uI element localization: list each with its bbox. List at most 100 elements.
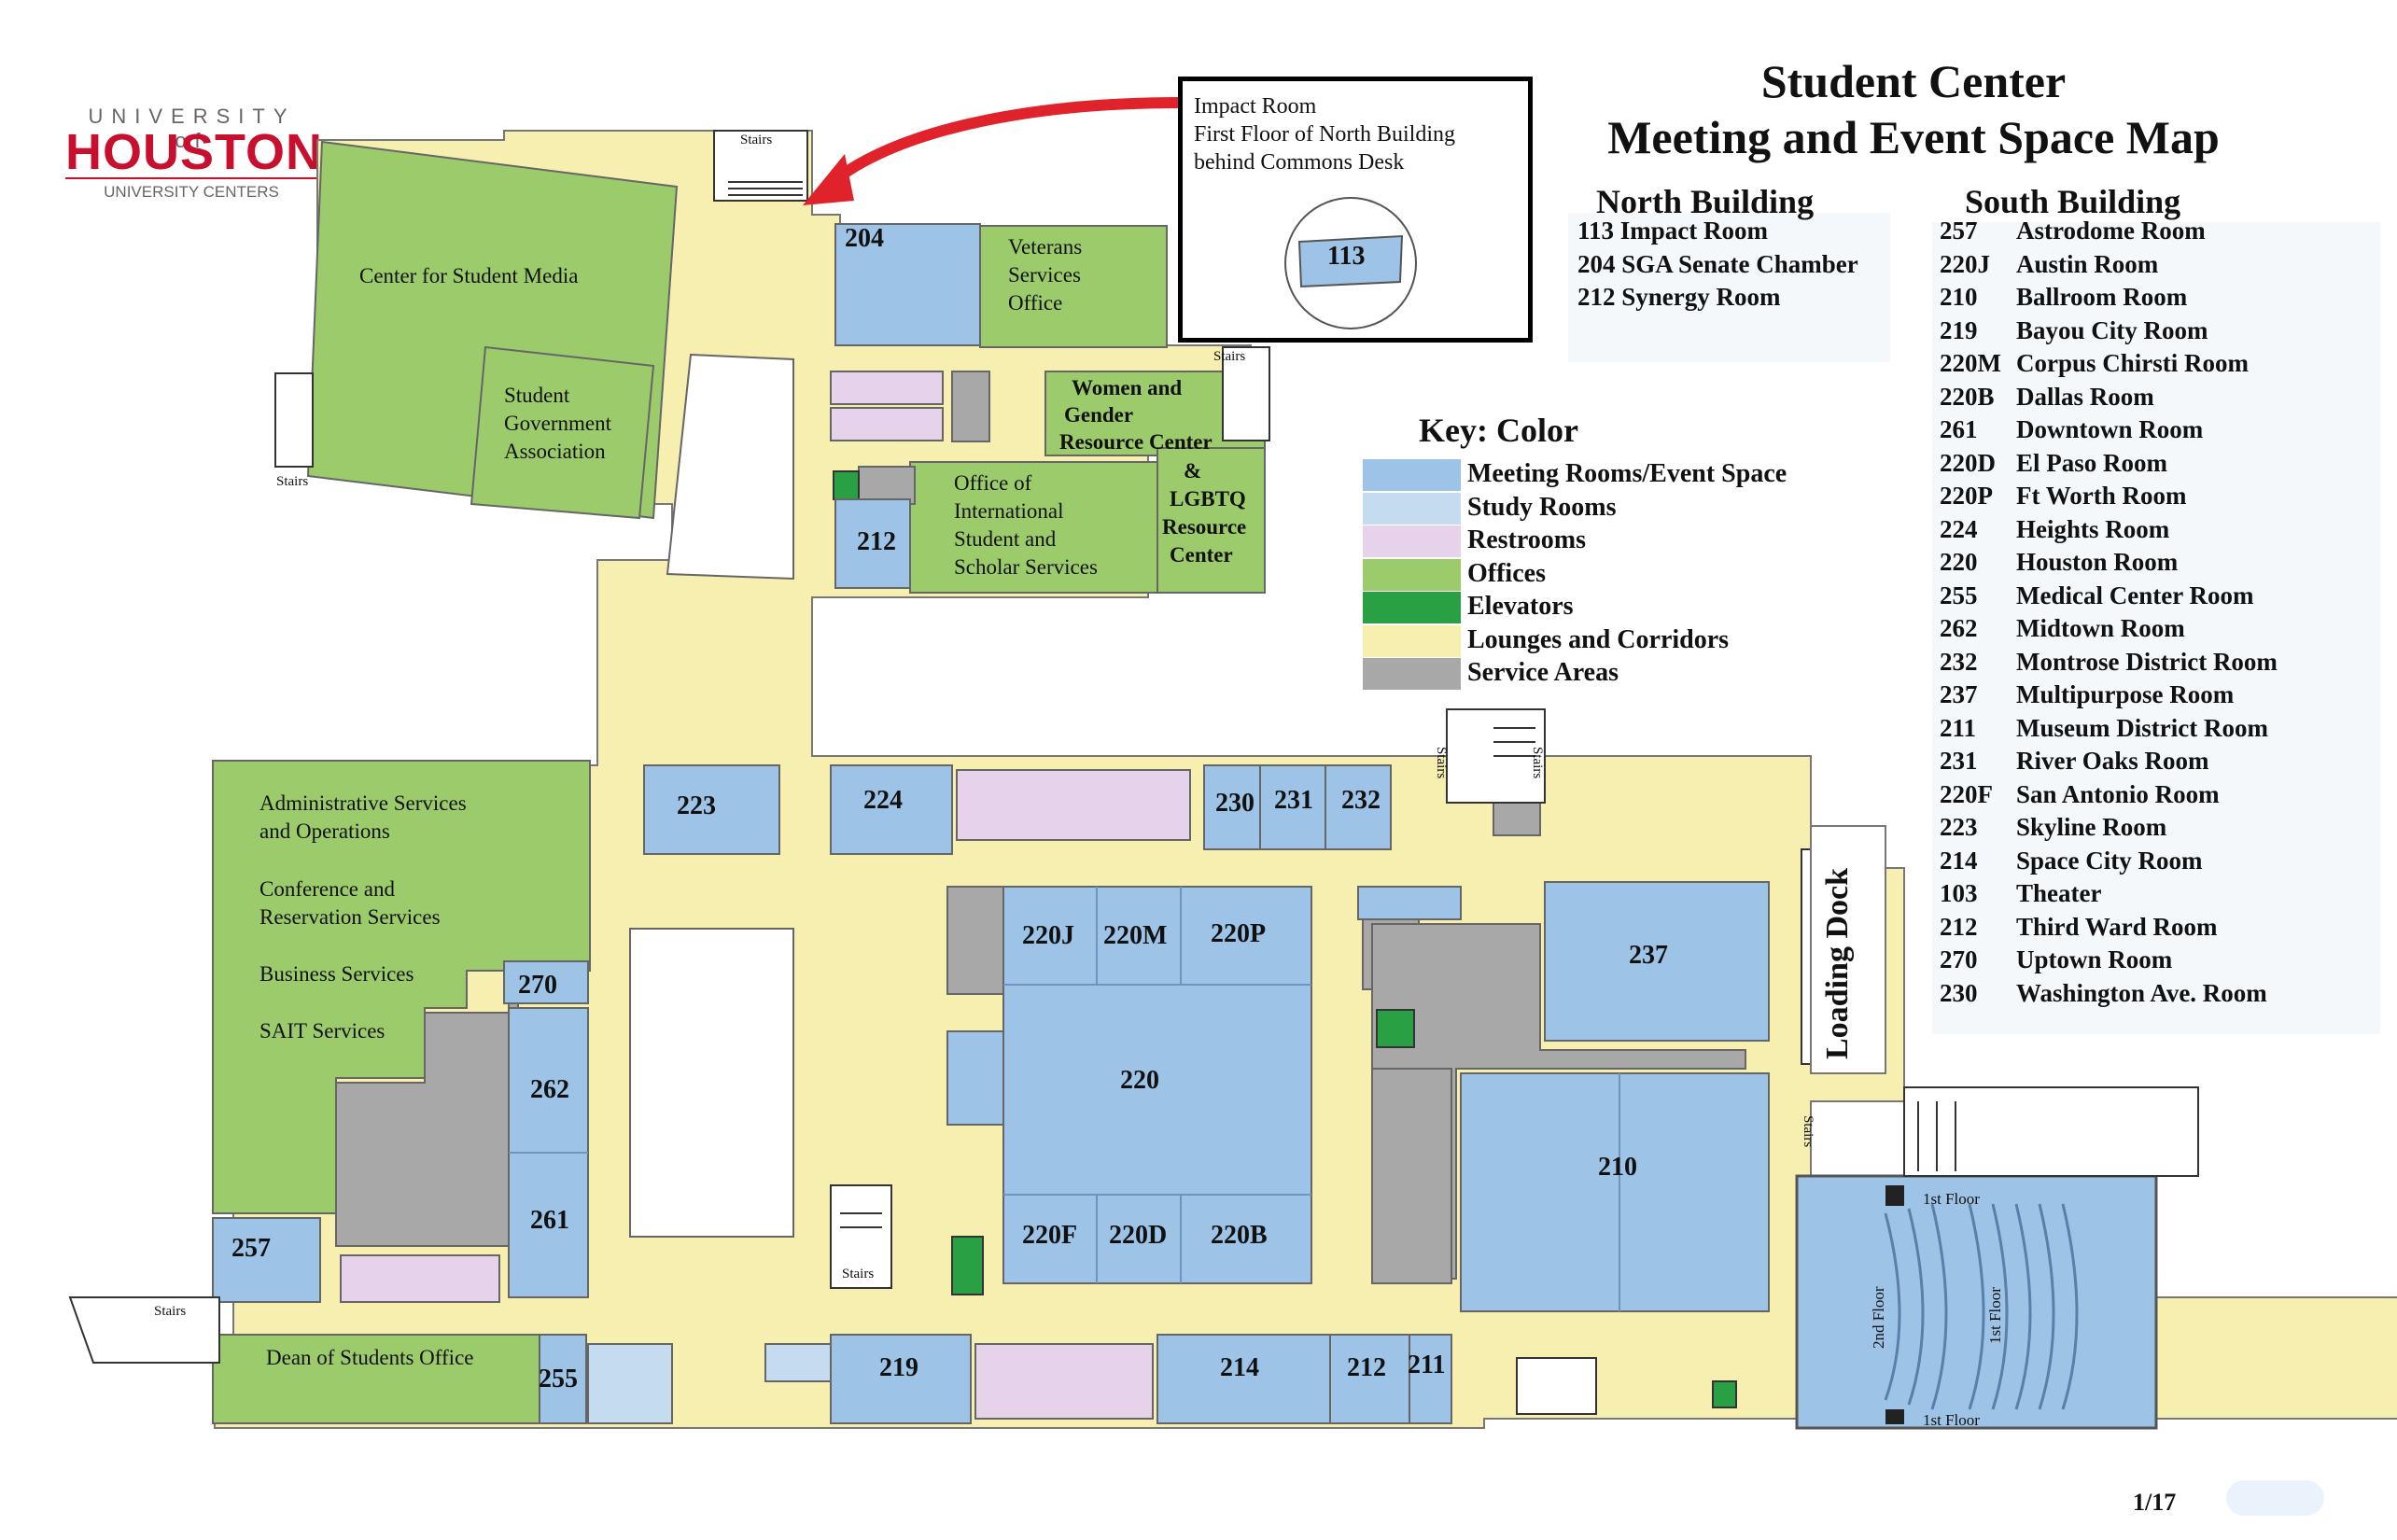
south-room-item: 230 Washington Ave. Room <box>1940 979 2278 1013</box>
logo-divider <box>65 177 317 179</box>
north-room-item: 212 Synergy Room <box>1577 283 1781 311</box>
key-color-swatch <box>1363 624 1461 657</box>
south-room-name: Austin Room <box>2016 249 2159 278</box>
page-title-line2: Meeting and Event Space Map <box>1607 111 2220 163</box>
impact-room-diagram <box>1284 197 1417 329</box>
service-areas <box>335 371 1746 1284</box>
south-room-number: 224 <box>1940 514 1978 543</box>
south-room-item: 220B Dallas Room <box>1940 383 2278 416</box>
page-title-line1: Student Center <box>1760 55 2067 107</box>
key-label: Lounges and Corridors <box>1467 624 1730 654</box>
south-room-number: 270 <box>1940 945 1978 973</box>
south-building-heading: South Building <box>1965 183 2181 220</box>
south-room-number: 223 <box>1940 813 1978 841</box>
north-room-item: 204 SGA Senate Chamber <box>1577 249 1858 278</box>
south-room-name: Washington Ave. Room <box>2016 978 2267 1007</box>
south-room-name: Bayou City Room <box>2016 315 2208 344</box>
south-room-item: 220P Ft Worth Room <box>1940 482 2278 515</box>
south-room-number: 262 <box>1940 614 1978 642</box>
south-room-name: Ft Worth Room <box>2016 482 2187 510</box>
oiss-office <box>909 461 1158 594</box>
key-color-swatch <box>1363 658 1461 690</box>
south-room-number: 220P <box>1940 482 1993 510</box>
south-room-number: 261 <box>1940 415 1978 443</box>
south-room-name: El Paso Room <box>2016 448 2167 477</box>
key-color-swatch <box>1363 525 1461 557</box>
administrative-offices-block <box>212 760 591 1214</box>
meeting-rooms <box>212 223 1770 1424</box>
south-room-name: Theater <box>2016 879 2102 907</box>
impact-room-arrowhead <box>803 154 854 205</box>
stair-treads <box>728 181 1956 1228</box>
veterans-services-office <box>979 225 1168 348</box>
south-room-name: Corpus Chirsti Room <box>2016 349 2250 377</box>
south-room-name: San Antonio Room <box>2016 779 2220 808</box>
south-room-number: 220M <box>1940 349 2001 377</box>
south-room-item: 219 Bayou City Room <box>1940 316 2278 350</box>
dean-of-students-office <box>212 1334 540 1424</box>
south-room-number: 212 <box>1940 912 1978 941</box>
south-room-name: Downtown Room <box>2016 415 2204 443</box>
south-room-number: 231 <box>1940 747 1978 775</box>
room-dividers <box>509 887 1620 1311</box>
south-room-name: Astrodome Room <box>2016 217 2206 245</box>
south-room-number: 219 <box>1940 315 1978 344</box>
restrooms <box>340 371 1191 1420</box>
north-list-background <box>1568 213 1890 362</box>
page-number: 1/17 <box>2133 1489 2177 1516</box>
south-room-item: 220 Houston Room <box>1940 548 2278 581</box>
lgbtq-resource-center <box>1156 447 1266 594</box>
south-room-number: 232 <box>1940 647 1978 676</box>
south-room-name: Houston Room <box>2016 548 2179 576</box>
key-label: Study Rooms <box>1467 492 1617 522</box>
south-room-name: Third Ward Room <box>2016 912 2218 941</box>
key-color-swatch <box>1363 459 1461 491</box>
south-room-number: 220D <box>1940 448 1996 477</box>
south-room-item: 103 Theater <box>1940 879 2278 913</box>
south-room-name: River Oaks Room <box>2016 747 2209 775</box>
south-room-item: 231 River Oaks Room <box>1940 747 2278 780</box>
loading-dock-area <box>1810 825 1886 1074</box>
south-room-number: 220F <box>1940 779 1993 808</box>
south-room-name: Midtown Room <box>2016 614 2185 642</box>
south-room-item: 212 Third Ward Room <box>1940 913 2278 946</box>
south-room-number: 103 <box>1940 879 1978 907</box>
south-room-number: 220 <box>1940 548 1978 576</box>
key-title: Key: Color <box>1419 412 1578 449</box>
logo-university-text: UNIVERSITY of <box>88 105 296 152</box>
key-label: Offices <box>1467 558 1546 588</box>
north-atrium-void <box>666 353 794 581</box>
south-room-number: 220J <box>1940 249 1990 278</box>
impact-room-description: Impact Room First Floor of North Buildin… <box>1194 94 1456 175</box>
page-indicator-pill <box>2226 1480 2324 1516</box>
key-label: Service Areas <box>1467 658 1619 687</box>
south-room-item: 232 Montrose District Room <box>1940 648 2278 681</box>
south-room-item: 220J Austin Room <box>1940 250 2278 284</box>
south-room-name: Medical Center Room <box>2016 581 2254 609</box>
south-room-number: 211 <box>1940 713 1977 742</box>
south-room-item: 261 Downtown Room <box>1940 415 2278 449</box>
student-government-association <box>470 345 655 520</box>
south-room-name: Ballroom Room <box>2016 283 2188 311</box>
south-room-number: 230 <box>1940 978 1978 1007</box>
north-building-room-list: 113 Impact Room 204 SGA Senate Chamber 2… <box>1577 217 1858 316</box>
study-rooms <box>587 1343 832 1424</box>
south-room-name: Dallas Room <box>2016 382 2154 411</box>
key-color-swatch <box>1363 492 1461 525</box>
key-color-swatch <box>1363 558 1461 591</box>
key-label: Restrooms <box>1467 525 1587 554</box>
south-room-name: Montrose District Room <box>2016 647 2278 676</box>
south-room-number: 220B <box>1940 382 1995 411</box>
logo-centers-text: UNIVERSITY CENTERS <box>104 183 279 201</box>
theater <box>1795 1174 2158 1430</box>
south-room-number: 237 <box>1940 680 1978 708</box>
south-room-number: 214 <box>1940 846 1978 875</box>
key-label: Elevators <box>1467 592 1574 621</box>
